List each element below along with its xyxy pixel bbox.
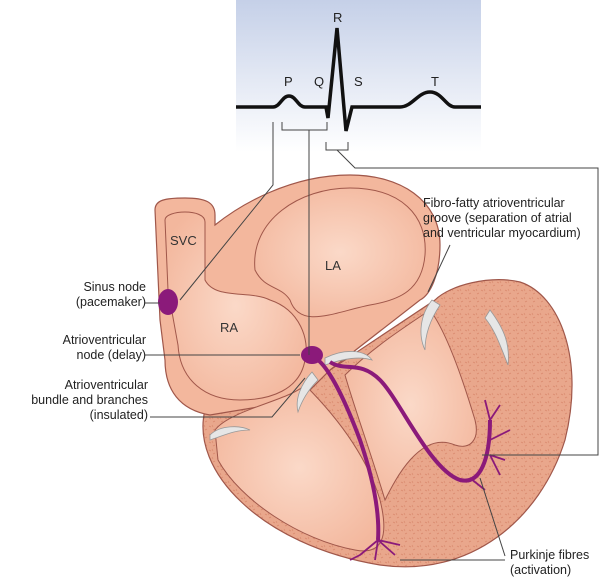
ecg-trace <box>236 27 481 132</box>
valves <box>209 299 509 441</box>
label-purkinje-fibres: Purkinje fibres (activation) <box>510 548 600 578</box>
av-node <box>301 346 323 364</box>
label-line: Sinus node <box>83 280 146 294</box>
label-line: groove (separation of atrial <box>423 211 572 225</box>
label-line: (pacemaker) <box>75 295 146 309</box>
ecg-label-s: S <box>354 74 363 89</box>
ecg-label-q: Q <box>314 74 324 89</box>
label-fibro-fatty-groove: Fibro-fatty atrioventricular groove (sep… <box>423 196 600 241</box>
left-atrium <box>254 187 426 318</box>
label-line: Atrioventricular <box>64 378 148 392</box>
leader-lines <box>145 122 599 561</box>
label-sinus-node: Sinus node (pacemaker) <box>40 280 146 310</box>
label-la: LA <box>325 258 341 273</box>
sinus-node <box>158 289 178 315</box>
label-line: Fibro-fatty atrioventricular <box>423 196 565 210</box>
left-ventricle <box>344 309 477 502</box>
right-atrium <box>164 211 307 401</box>
ecg-panel <box>236 0 481 152</box>
label-line: Purkinje fibres <box>510 548 590 562</box>
label-line: (activation) <box>510 563 572 577</box>
label-line: (insulated) <box>89 408 148 422</box>
label-av-node: Atrioventricular node (delay) <box>20 333 146 363</box>
label-line: node (delay) <box>76 348 147 362</box>
label-svc: SVC <box>170 233 197 248</box>
label-av-bundle: Atrioventricular bundle and branches (in… <box>0 378 148 423</box>
label-line: Atrioventricular <box>62 333 146 347</box>
purkinje-fibres <box>349 399 511 561</box>
ecg-label-t: T <box>431 74 439 89</box>
ecg-label-r: R <box>333 10 342 25</box>
label-ra: RA <box>220 320 238 335</box>
label-line: and ventricular myocardium) <box>423 226 581 240</box>
label-line: bundle and branches <box>31 393 148 407</box>
av-bundle-branches <box>316 358 492 541</box>
ecg-label-p: P <box>284 74 293 89</box>
right-ventricle <box>214 384 385 552</box>
